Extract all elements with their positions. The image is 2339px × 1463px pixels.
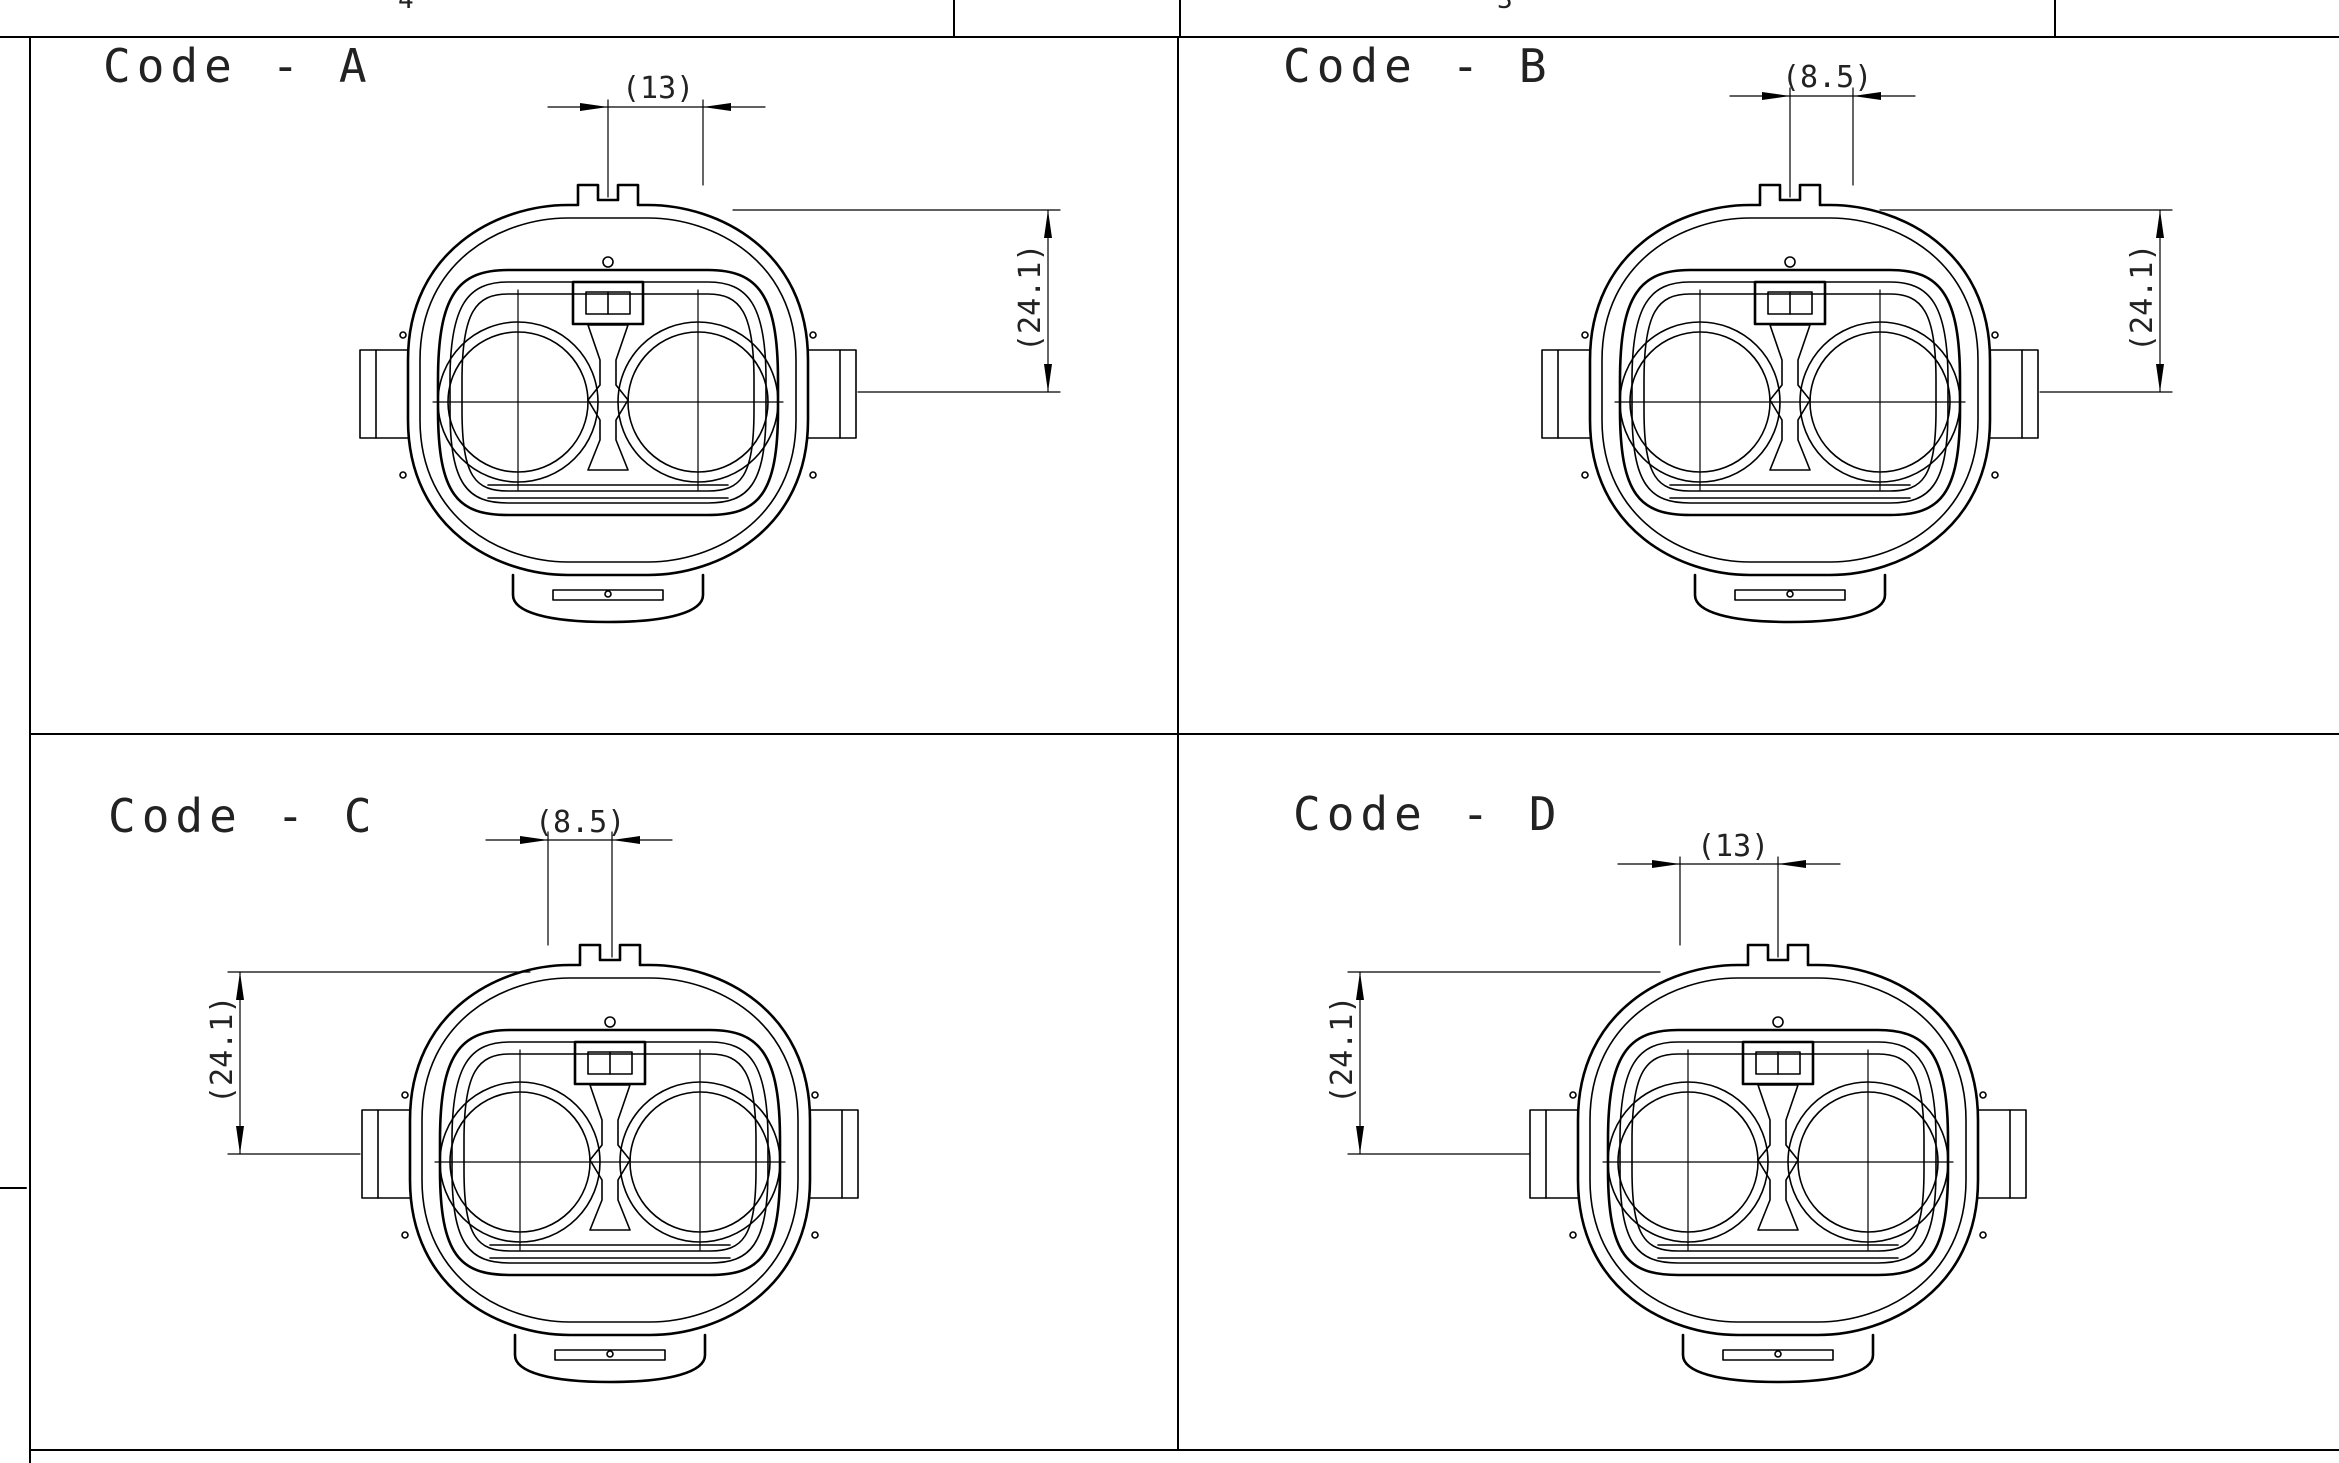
- offset-dimension-label: (13): [1697, 829, 1769, 864]
- height-dimension-label: (24.1): [2125, 244, 2160, 352]
- zone-number-3: 3: [1497, 0, 1513, 15]
- panel-code-a: Code - A (13) (24.1): [103, 39, 1061, 624]
- height-dimension: (24.1): [732, 209, 1061, 393]
- panel-code-c: Code - C (8.5) (24.1): [108, 789, 860, 1384]
- connector-face-view: [360, 943, 860, 1384]
- panel-title: Code - B: [1283, 39, 1553, 93]
- offset-dimension-label: (8.5): [535, 805, 625, 840]
- offset-dimension-label: (13): [622, 71, 694, 106]
- zone-number-4: 4: [398, 0, 414, 15]
- offset-dimension: (8.5): [485, 805, 673, 958]
- offset-dimension-label: (8.5): [1782, 60, 1872, 95]
- height-dimension: (24.1): [1879, 209, 2173, 393]
- height-dimension-label: (24.1): [205, 996, 240, 1104]
- panel-code-d: Code - D (13) (24.1): [1293, 787, 2028, 1384]
- connector-face-view: [1540, 183, 2040, 624]
- height-dimension: (24.1): [205, 971, 531, 1155]
- height-dimension-label: (24.1): [1325, 996, 1360, 1104]
- connector-face-view: [358, 183, 858, 624]
- panel-title: Code - D: [1293, 787, 1563, 841]
- panel-code-b: Code - B (8.5) (24.1): [1283, 39, 2173, 624]
- height-dimension: (24.1): [1325, 971, 1661, 1155]
- height-dimension-label: (24.1): [1013, 244, 1048, 352]
- connector-face-view: [1528, 943, 2028, 1384]
- panel-title: Code - C: [108, 789, 378, 843]
- offset-dimension: (13): [1617, 829, 1841, 958]
- offset-dimension: (13): [547, 71, 766, 198]
- panel-title: Code - A: [103, 39, 373, 93]
- offset-dimension: (8.5): [1729, 60, 1916, 198]
